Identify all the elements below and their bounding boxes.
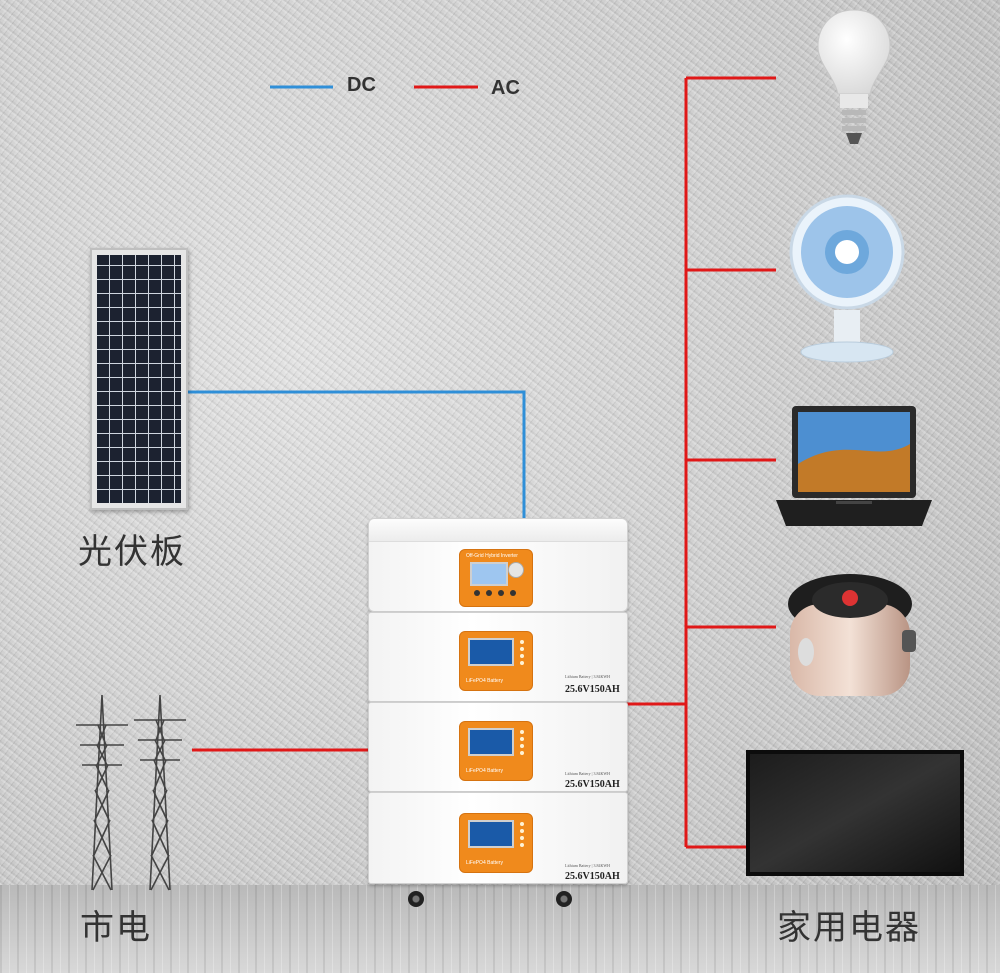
battery-module-1: LiFePO4 Battery Lithium Battery | 3.84KW… bbox=[368, 612, 628, 702]
power-tower-icon bbox=[76, 694, 186, 891]
battery-panel-label-3: LiFePO4 Battery bbox=[466, 860, 503, 866]
inverter-control-panel: Off-Grid Hybrid Inverter bbox=[459, 549, 533, 607]
battery-sub-label-3: Lithium Battery | 3.84KWH bbox=[565, 863, 611, 868]
battery-sub-label-1: Lithium Battery | 3.84KWH bbox=[565, 674, 611, 679]
battery-panel-3: LiFePO4 Battery bbox=[459, 813, 533, 873]
battery-module-3: LiFePO4 Battery Lithium Battery | 3.84KW… bbox=[368, 792, 628, 884]
battery-model-3: 25.6V150AH bbox=[565, 871, 620, 882]
legend-dc-label: DC bbox=[347, 74, 376, 96]
grid-label: 市电 bbox=[80, 908, 152, 948]
battery-sub-label-2: Lithium Battery | 3.84KWH bbox=[565, 771, 611, 776]
battery-model-1: 25.6V150AH bbox=[565, 684, 620, 695]
floor-background bbox=[0, 885, 1000, 973]
battery-panel-label-1: LiFePO4 Battery bbox=[466, 678, 503, 684]
battery-display-3 bbox=[468, 820, 514, 848]
battery-panel-2: LiFePO4 Battery bbox=[459, 721, 533, 781]
inverter-button-4[interactable] bbox=[510, 590, 516, 596]
inverter-button-2[interactable] bbox=[486, 590, 492, 596]
television-icon bbox=[746, 750, 964, 876]
appliances-label: 家用电器 bbox=[777, 908, 921, 948]
inverter-button-1[interactable] bbox=[474, 590, 480, 596]
legend-ac-label: AC bbox=[491, 77, 520, 99]
dc-wire-solar-to-inverter bbox=[186, 390, 526, 522]
solar-panel-icon bbox=[90, 248, 188, 510]
inverter-button-3[interactable] bbox=[498, 590, 504, 596]
laptop-icon bbox=[776, 406, 932, 526]
battery-display-1 bbox=[468, 638, 514, 666]
light-bulb-icon bbox=[817, 9, 891, 144]
inverter-unit: Off-Grid Hybrid Inverter bbox=[368, 518, 628, 612]
battery-panel-1: LiFePO4 Battery bbox=[459, 631, 533, 691]
inverter-panel-title: Off-Grid Hybrid Inverter bbox=[466, 553, 518, 559]
inverter-display bbox=[470, 562, 508, 586]
rice-cooker-icon bbox=[788, 574, 916, 696]
battery-panel-label-2: LiFePO4 Battery bbox=[466, 768, 503, 774]
stack-wheel-right bbox=[556, 891, 572, 907]
stack-wheel-left bbox=[408, 891, 424, 907]
battery-module-2: LiFePO4 Battery Lithium Battery | 3.84KW… bbox=[368, 702, 628, 792]
desk-fan-icon bbox=[789, 194, 905, 363]
solar-panel-label: 光伏板 bbox=[78, 532, 186, 572]
battery-display-2 bbox=[468, 728, 514, 756]
battery-model-2: 25.6V150AH bbox=[565, 779, 620, 790]
inverter-knob[interactable] bbox=[508, 562, 524, 578]
